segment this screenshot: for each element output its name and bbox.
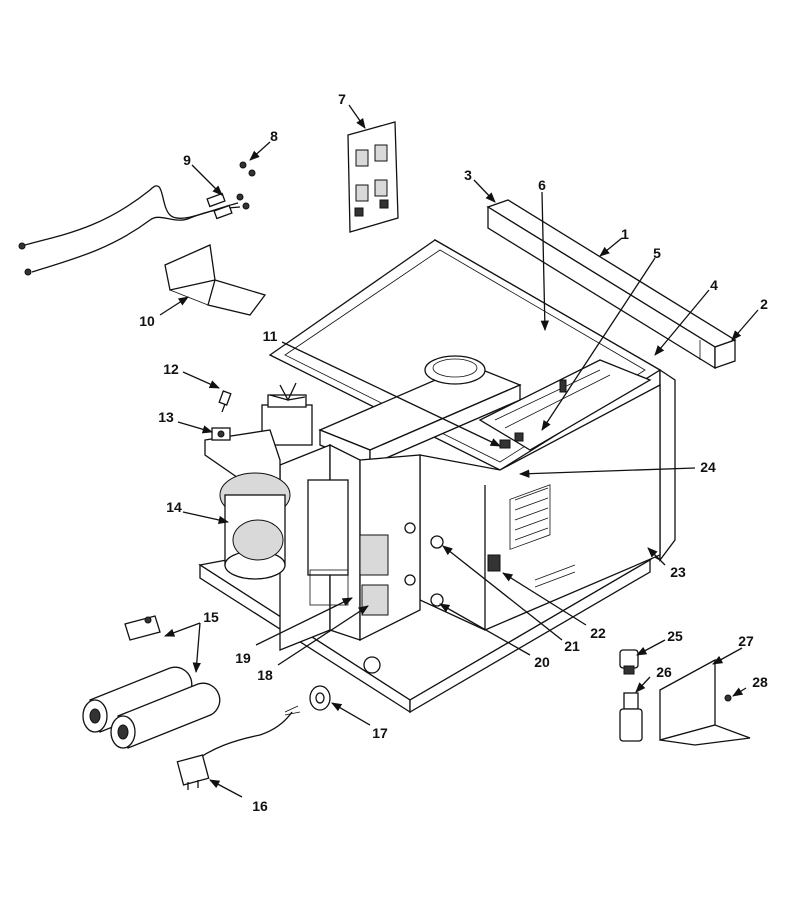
callout-20: 20 <box>534 654 550 670</box>
callout-23: 23 <box>670 564 686 580</box>
switch-block <box>487 554 501 572</box>
callout-27: 27 <box>738 633 754 649</box>
callout-25: 25 <box>667 628 683 644</box>
power-cord <box>176 705 301 790</box>
callout-24: 24 <box>700 459 716 475</box>
callout-12: 12 <box>163 361 179 377</box>
grommet <box>404 522 416 534</box>
callout-3: 3 <box>464 167 472 183</box>
callout-9: 9 <box>183 152 191 168</box>
capacitors <box>82 615 221 749</box>
grommet <box>430 535 444 549</box>
callout-28: 28 <box>752 674 768 690</box>
callout-6: 6 <box>538 177 546 193</box>
ferrite-core <box>309 685 331 711</box>
callout-18: 18 <box>257 667 273 683</box>
callout-7: 7 <box>338 91 346 107</box>
callout-2: 2 <box>760 296 768 312</box>
callout-11: 11 <box>263 328 278 344</box>
thermostat <box>211 427 231 441</box>
control-board <box>478 359 652 451</box>
callout-labels: 1 2 3 4 5 6 7 8 9 10 11 12 13 14 15 16 1… <box>139 91 768 814</box>
trim-bar <box>486 199 737 370</box>
callout-13: 13 <box>158 409 174 425</box>
vent-grille <box>509 484 576 588</box>
screw <box>724 694 732 702</box>
grommet <box>363 656 381 674</box>
grommet <box>430 593 444 607</box>
callout-15: 15 <box>203 609 219 625</box>
cap-bottle <box>619 692 643 742</box>
callout-5: 5 <box>653 245 661 261</box>
callout-16: 16 <box>252 798 268 814</box>
callout-21: 21 <box>564 638 580 654</box>
leader-lines <box>159 104 759 798</box>
callout-17: 17 <box>372 725 388 741</box>
grommet <box>404 574 416 586</box>
chassis <box>198 238 676 714</box>
bracket <box>164 244 267 316</box>
transformer <box>204 429 291 580</box>
screws <box>239 161 256 177</box>
circuit-board <box>347 121 399 233</box>
fan-motor <box>261 382 313 446</box>
callout-10: 10 <box>139 313 155 329</box>
callout-14: 14 <box>166 499 182 515</box>
callout-8: 8 <box>270 128 278 144</box>
side-frame <box>279 443 421 651</box>
fuse <box>218 390 232 413</box>
callout-22: 22 <box>590 625 606 641</box>
callout-19: 19 <box>235 650 251 666</box>
diode <box>619 649 639 675</box>
cover-plate <box>659 658 751 746</box>
callout-26: 26 <box>656 664 672 680</box>
callout-1: 1 <box>621 226 629 242</box>
wire-harness <box>18 185 250 276</box>
callout-4: 4 <box>710 277 718 293</box>
